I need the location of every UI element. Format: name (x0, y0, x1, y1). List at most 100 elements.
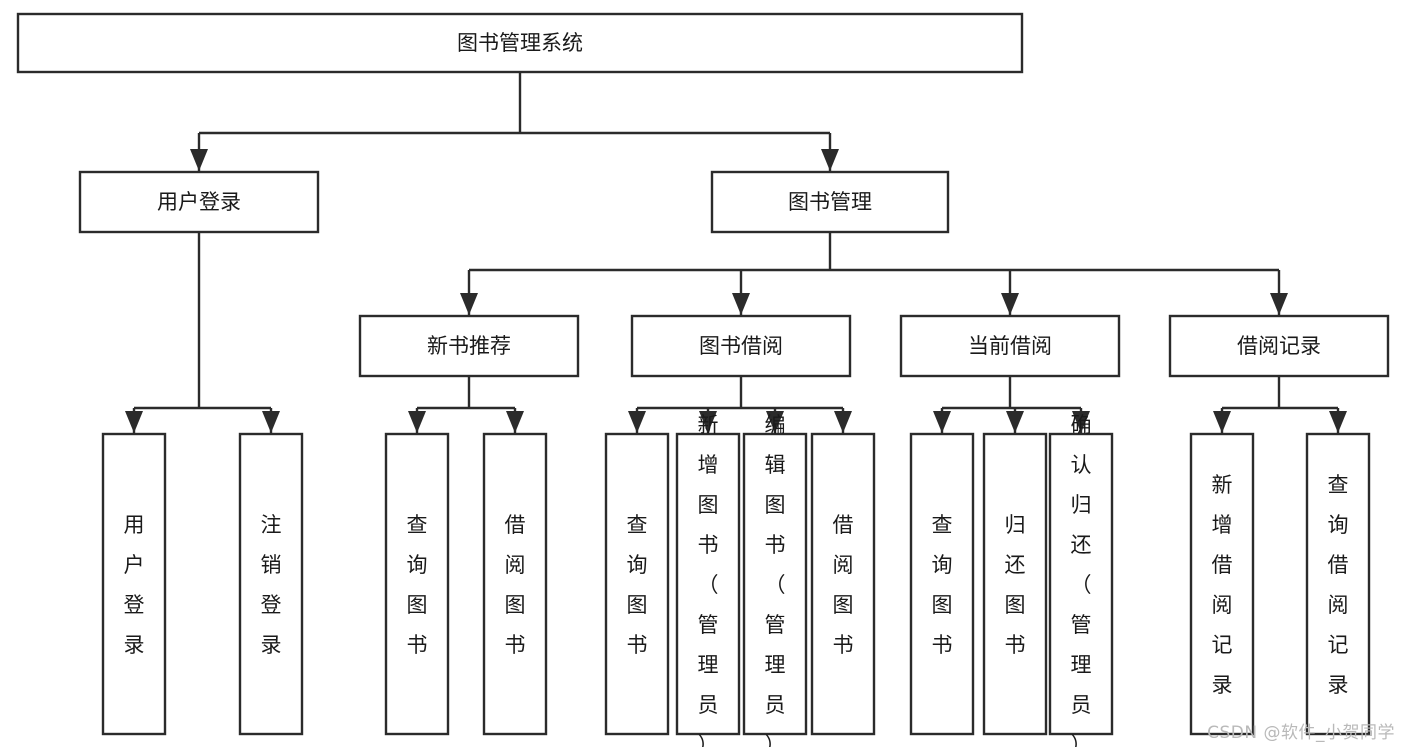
node-label-char: 查 (932, 513, 953, 537)
node-label-char: 阅 (505, 553, 526, 577)
node-box (1305, 432, 1371, 736)
node-box (78, 170, 320, 234)
node-label-char: 图 (698, 493, 719, 517)
arrow-down-icon (628, 411, 646, 433)
arrow-down-icon (125, 411, 143, 433)
node-label-char: 书 (833, 633, 854, 657)
node-label-char: 用 (124, 513, 145, 537)
node-box (982, 432, 1048, 736)
level2-node-用户登录[interactable]: 用户登录 (78, 170, 320, 234)
node-label-char: 书 (407, 633, 428, 657)
node-label-char: 管 (698, 613, 719, 637)
root-node-图书管理系统[interactable]: 图书管理系统 (16, 12, 1024, 74)
node-label: 借阅记录 (1237, 334, 1321, 358)
arrow-down-icon (732, 293, 750, 315)
node-label-char: 管 (765, 613, 786, 637)
arrow-down-icon (821, 149, 839, 171)
node-label-char: 录 (1328, 673, 1349, 697)
node-label-char: 新 (698, 413, 719, 437)
node-label-char: 销 (261, 553, 282, 577)
node-label-char: 新 (1212, 473, 1233, 497)
leaf-node-用户登录[interactable]: 用户登录 (101, 432, 167, 736)
node-box (238, 432, 304, 736)
node-label-char: 录 (1212, 673, 1233, 697)
arrow-down-icon (766, 411, 784, 433)
node-box (675, 432, 741, 736)
node-label-char: 图 (833, 593, 854, 617)
level3-node-借阅记录[interactable]: 借阅记录 (1168, 314, 1390, 378)
node-label-char: 借 (833, 513, 854, 537)
node-label-char: 增 (1212, 513, 1233, 537)
node-label-char: 员 (698, 693, 719, 717)
level2-node-图书管理[interactable]: 图书管理 (710, 170, 950, 234)
node-label-char: 图 (505, 593, 526, 617)
node-label-char: 辑 (765, 453, 786, 477)
arrow-down-icon (1213, 411, 1231, 433)
node-label-char: 理 (765, 653, 786, 677)
csdn-watermark: CSDN @软件_小贺同学 (1207, 723, 1395, 743)
arrow-down-icon (1270, 293, 1288, 315)
node-box (899, 314, 1121, 378)
arrow-down-icon (190, 149, 208, 171)
node-label-char: 确 (1071, 413, 1092, 437)
node-label: 图书管理系统 (457, 31, 583, 55)
node-label-char: 员 (1071, 693, 1092, 717)
node-box (604, 432, 670, 736)
node-label-char: 书 (505, 633, 526, 657)
node-label-char: 员 (765, 693, 786, 717)
node-label: 图书借阅 (699, 334, 783, 358)
node-label-char: 询 (627, 553, 648, 577)
node-box (16, 12, 1024, 74)
node-label-char: ） (698, 733, 719, 747)
node-label: 图书管理 (788, 190, 872, 214)
node-label-char: 查 (627, 513, 648, 537)
node-label-char: 借 (505, 513, 526, 537)
node-label-char: 阅 (1212, 593, 1233, 617)
node-label-char: 询 (407, 553, 428, 577)
level3-node-当前借阅[interactable]: 当前借阅 (899, 314, 1121, 378)
node-box (1168, 314, 1390, 378)
node-box (1189, 432, 1255, 736)
node-label-char: 图 (765, 493, 786, 517)
node-label-char: 还 (1071, 533, 1092, 557)
level3-node-新书推荐[interactable]: 新书推荐 (358, 314, 580, 378)
node-label-char: （ (765, 573, 786, 597)
node-label-char: 借 (1328, 553, 1349, 577)
node-label-char: 登 (124, 593, 145, 617)
level3-node-图书借阅[interactable]: 图书借阅 (630, 314, 852, 378)
node-label-char: 查 (407, 513, 428, 537)
node-box (630, 314, 852, 378)
node-box (1048, 432, 1114, 736)
node-label-char: 阅 (1328, 593, 1349, 617)
node-label: 当前借阅 (968, 334, 1052, 358)
node-label-char: 书 (1005, 633, 1026, 657)
node-label-char: 阅 (833, 553, 854, 577)
node-label-char: 还 (1005, 553, 1026, 577)
node-box (810, 432, 876, 736)
node-label: 新书推荐 (427, 334, 511, 358)
node-label-char: 登 (261, 593, 282, 617)
node-label-char: 录 (261, 633, 282, 657)
node-label-char: 查 (1328, 473, 1349, 497)
node-label-char: 图 (407, 593, 428, 617)
node-box (909, 432, 975, 736)
node-box (101, 432, 167, 736)
node-label-char: 询 (1328, 513, 1349, 537)
node-box (482, 432, 548, 736)
connector-layer (125, 72, 1347, 433)
node-label-char: （ (698, 573, 719, 597)
